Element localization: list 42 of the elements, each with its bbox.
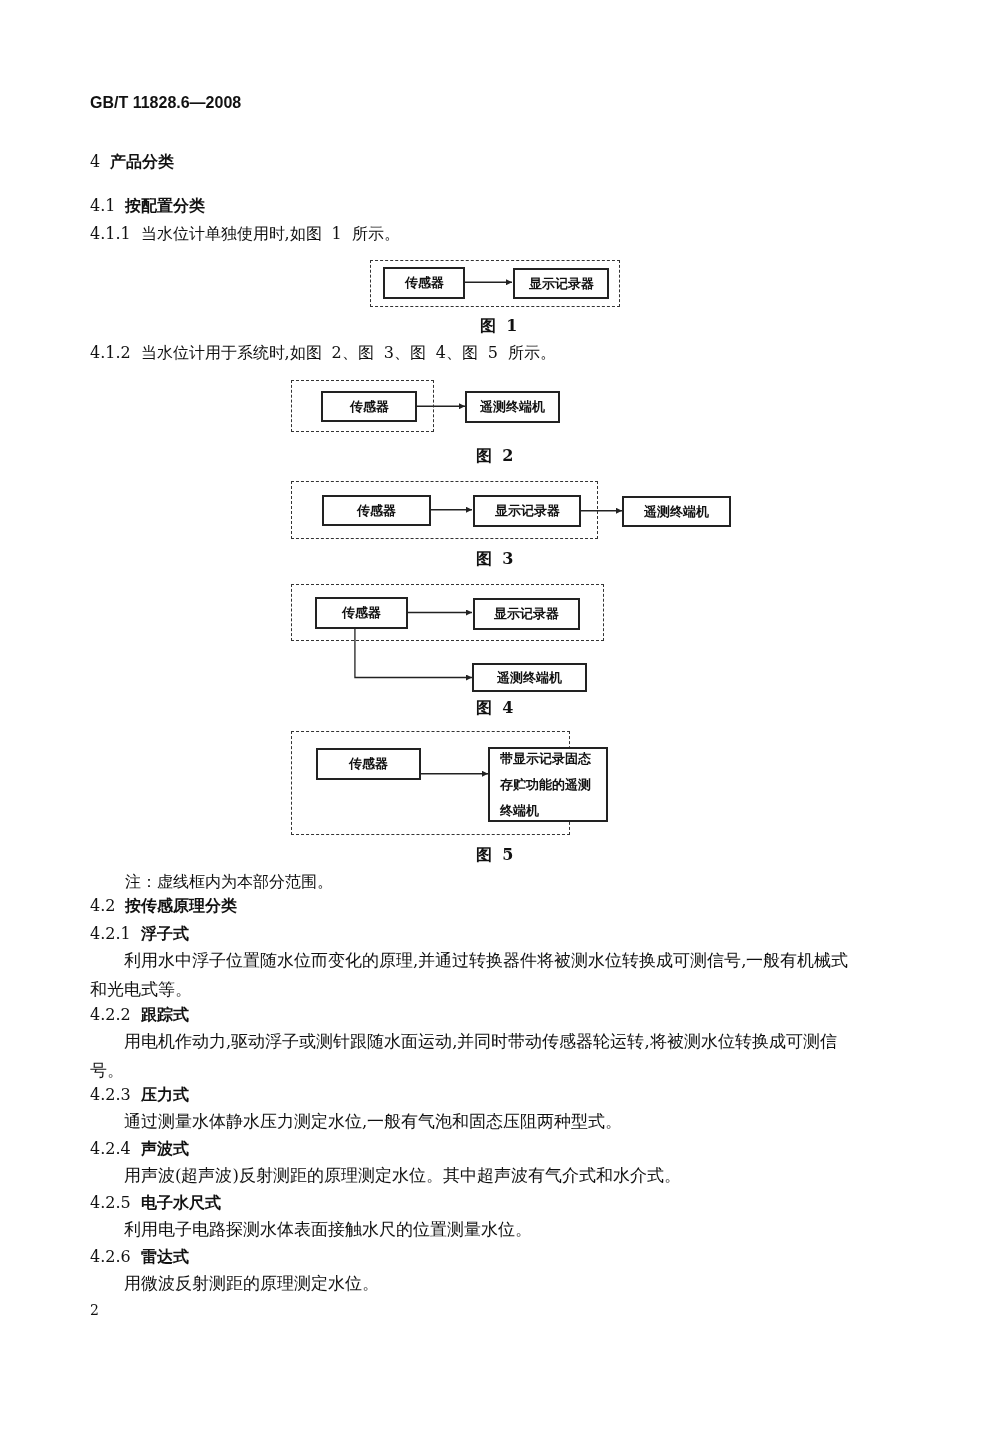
section-heading: 4 产品分类: [90, 152, 175, 172]
page-number: 2: [90, 1301, 99, 1320]
paragraph: 利用电子电路探测水体表面接触水尺的位置测量水位。: [123, 1219, 533, 1241]
document-code: GB/T 11828.6—2008: [90, 93, 242, 113]
component-box: 传感器: [316, 748, 421, 780]
note-text: 注：虚线框内为本部分范围。: [125, 872, 333, 892]
section-heading: 4.2.5 电子水尺式: [90, 1193, 221, 1213]
arrow: [354, 627, 473, 681]
component-box: 显示记录器: [473, 495, 581, 527]
figure-caption: 图 4: [476, 698, 514, 718]
dashed-boundary: [370, 260, 620, 307]
section-heading: 4.2.3 压力式: [90, 1085, 189, 1105]
section-heading: 4.2.2 跟踪式: [90, 1005, 189, 1025]
component-box: 显示记录器: [513, 268, 609, 299]
figure-caption: 图 1: [480, 316, 518, 336]
paragraph: 通过测量水体静水压力测定水位,一般有气泡和固态压阻两种型式。: [123, 1111, 624, 1133]
section-heading: 4.1 按配置分类: [90, 196, 206, 216]
section-heading: 4.1.2 当水位计用于系统时,如图 2、图 3、图 4、图 5 所示。: [90, 343, 556, 363]
paragraph: 用声波(超声波)反射测距的原理测定水位。其中超声波有气介式和水介式。: [123, 1165, 682, 1187]
component-box: 遥测终端机: [472, 663, 587, 692]
component-box: 显示记录器: [473, 598, 580, 630]
dashed-boundary: [291, 584, 604, 641]
figure-caption: 图 5: [476, 845, 514, 865]
paragraph: 用电机作动力,驱动浮子或测针跟随水面运动,并同时带动传感器轮运转,将被测水位转换成可测信号。: [90, 1031, 838, 1082]
section-heading: 4.2.4 声波式: [90, 1139, 189, 1159]
section-heading: 4.2.6 雷达式: [90, 1247, 189, 1267]
section-heading: 4.1.1 当水位计单独使用时,如图 1 所示。: [90, 224, 400, 244]
component-box: 带显示记录固态存贮功能的遥测终端机: [488, 747, 608, 822]
component-box: 遥测终端机: [622, 496, 731, 527]
component-box: 传感器: [321, 391, 417, 422]
dashed-boundary: [291, 380, 434, 432]
paragraph: 利用水中浮子位置随水位而变化的原理,并通过转换器件将被测水位转换成可测信号,一般有机械式和光电式等。: [90, 950, 850, 1001]
dashed-boundary: [291, 481, 598, 539]
figure-caption: 图 3: [476, 549, 514, 569]
component-box: 遥测终端机: [465, 391, 560, 423]
section-heading: 4.2 按传感原理分类: [90, 896, 238, 916]
paragraph: 用微波反射测距的原理测定水位。: [123, 1273, 380, 1295]
section-heading: 4.2.1 浮子式: [90, 924, 189, 944]
component-box: 传感器: [383, 267, 465, 299]
component-box: 传感器: [322, 495, 431, 526]
figure-caption: 图 2: [476, 446, 514, 466]
component-box: 传感器: [315, 597, 408, 629]
